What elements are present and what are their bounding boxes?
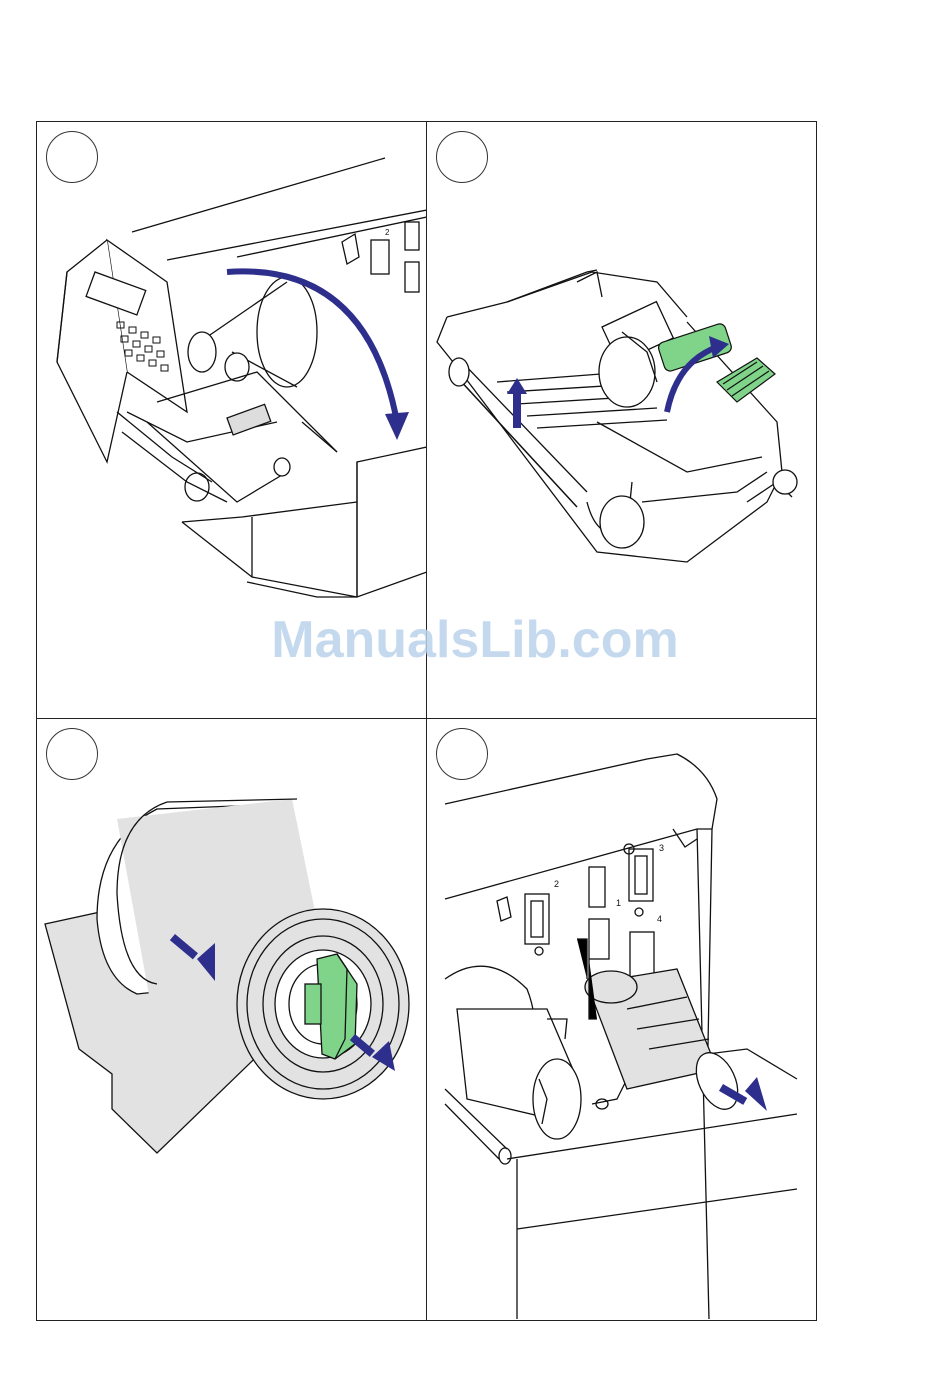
label-3: 3 <box>659 843 664 853</box>
label-1: 1 <box>616 898 621 908</box>
watermark-text: ManualsLib.com <box>0 610 950 670</box>
label-2: 2 <box>554 879 559 889</box>
label-4: 4 <box>657 914 662 924</box>
instruction-grid: 2 <box>36 121 817 1321</box>
ribbon-roll-illustration <box>37 719 427 1320</box>
step-number-circle <box>436 131 488 183</box>
step-number-circle <box>46 728 98 780</box>
ribbon-roll-panel <box>37 719 427 1320</box>
step-number-circle <box>46 131 98 183</box>
ribbon-rewind-illustration: 2 3 1 4 <box>427 719 816 1320</box>
label-2: 2 <box>385 228 390 237</box>
up-arrow-icon <box>513 392 521 428</box>
ribbon-rewind-panel: 2 3 1 4 <box>427 719 816 1320</box>
step-number-circle <box>436 728 488 780</box>
